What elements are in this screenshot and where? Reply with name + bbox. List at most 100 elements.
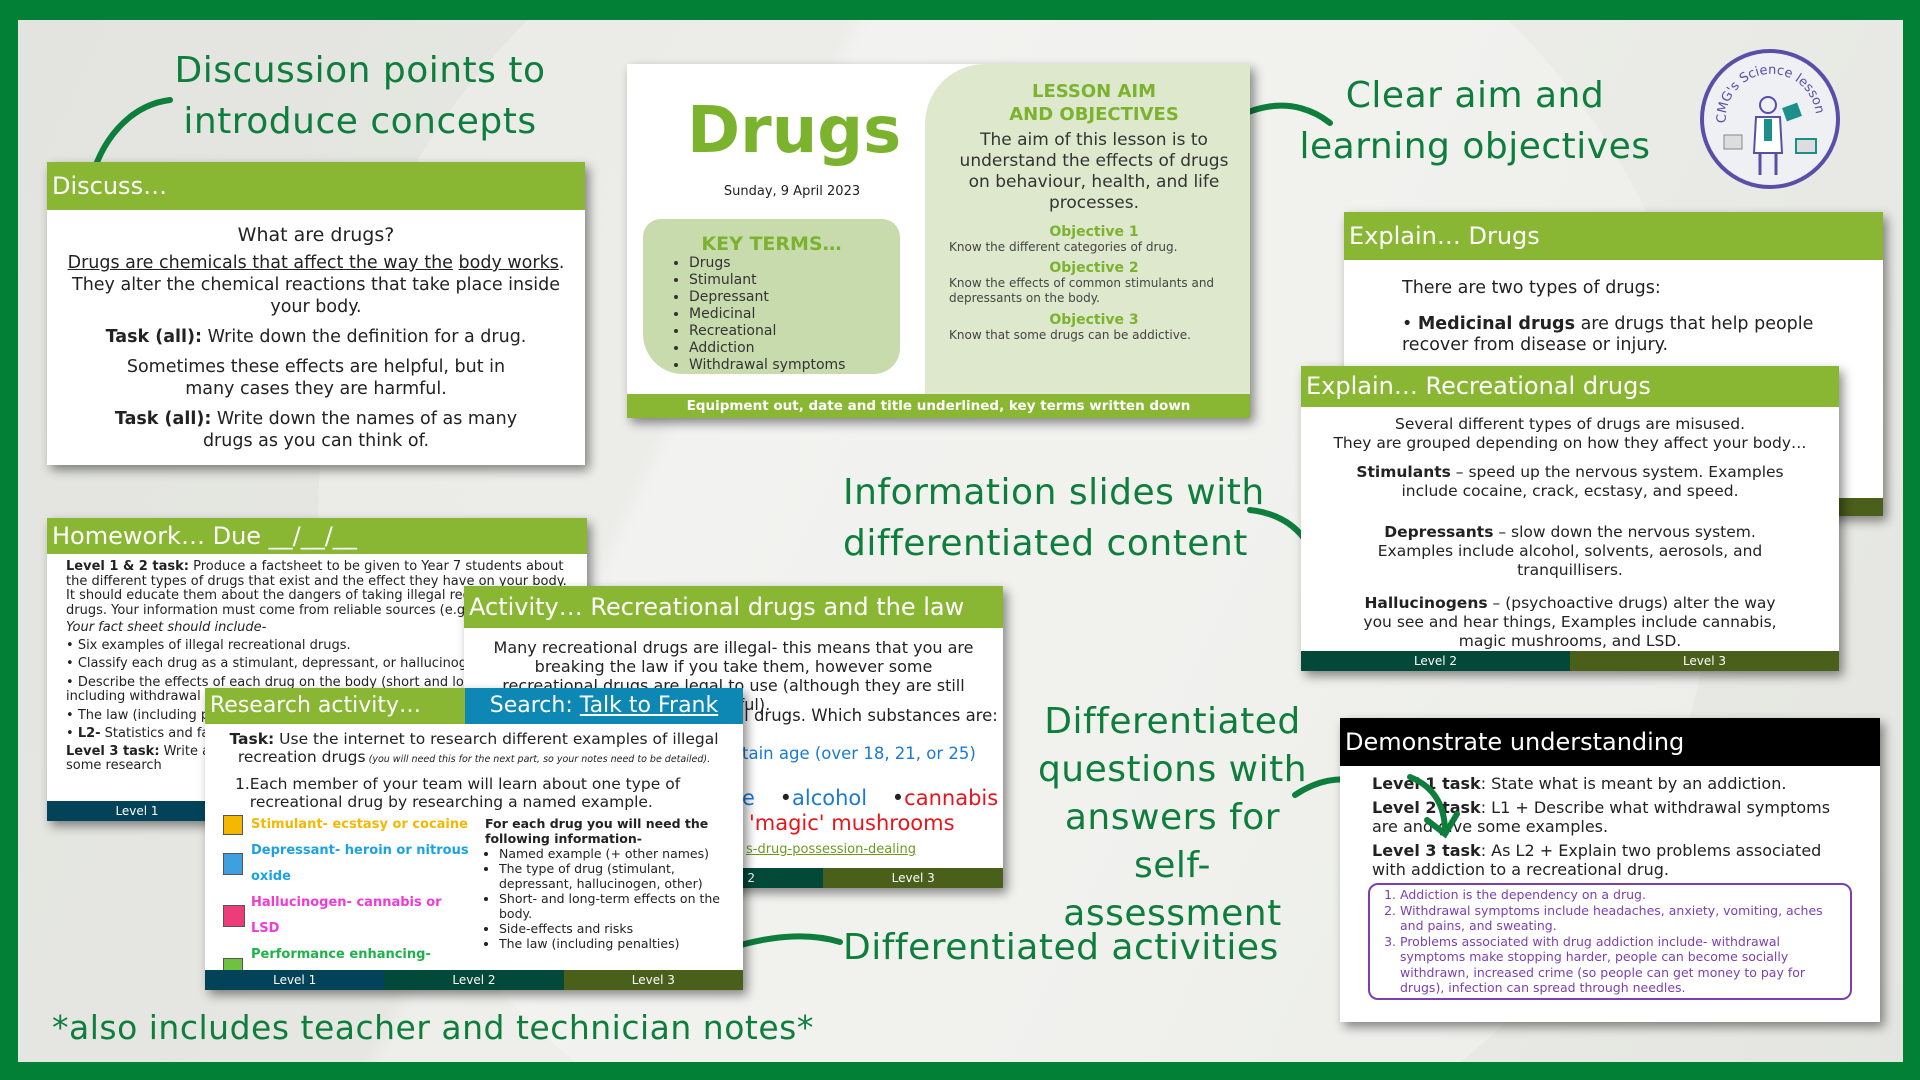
key-term: Depressant [689, 289, 900, 306]
aim-section: LESSON AIM AND OBJECTIVES The aim of thi… [949, 80, 1239, 342]
info-item: The law (including penalties) [499, 936, 735, 951]
slide-title: Explain… Drugs [1344, 212, 1883, 260]
task-1: Task (all): Write down the definition fo… [65, 326, 567, 348]
task-text: : As L2 + Explain two problems associate… [1372, 841, 1822, 879]
task-text: : State what is meant by an addiction. [1480, 774, 1787, 793]
puzzle-yellow-icon [223, 815, 243, 835]
task-text: Produce a factsheet to be given to Year … [66, 559, 567, 618]
answer: Problems associated with drug addiction … [1400, 934, 1842, 996]
info-items: Named example (+ other names) The type o… [499, 846, 735, 951]
category-text: Depressant- heroin or nitrous oxide [251, 843, 469, 884]
level-label: Level 3 [823, 868, 1003, 888]
bullet-text: are drugs that help people recover from … [1402, 314, 1814, 355]
bullet-text: Statistics and facts [100, 726, 229, 741]
key-term: Drugs [689, 255, 900, 272]
level-label: Level 3 [563, 970, 743, 990]
term: Hallucinogens [1364, 594, 1488, 612]
annotation-line: introduce concepts [183, 101, 537, 142]
age-text: tain age (over 18, 21, or 25) [742, 744, 976, 763]
bullet: • Medicinal drugs are drugs that help pe… [1402, 314, 1814, 355]
task-label: Task (all): [114, 409, 212, 429]
slide-body: Several different types of drugs are mis… [1301, 407, 1839, 651]
research-slide: Research activity… Search: Talk to Frank… [205, 688, 743, 990]
bullet-bold: Medicinal drugs [1417, 314, 1575, 334]
aim-panel-bg [925, 64, 1250, 394]
substance-mushrooms: 'magic' mushrooms [749, 811, 955, 835]
level-bar: Level 1 Level 2 Level 3 [205, 970, 743, 990]
level12-task: Level 1 & 2 task: Produce a factsheet to… [66, 559, 572, 618]
slide-title: Homework… Due __/__/__ [47, 518, 587, 554]
slide-title: Discuss… [47, 162, 585, 210]
slide-title: Research activity… [205, 688, 465, 724]
substance-alcohol: alcohol [792, 786, 868, 810]
key-term: Addiction [689, 340, 900, 357]
level-label: Level 3 [1570, 651, 1839, 671]
info-item: Side-effects and risks [499, 921, 735, 936]
term: Stimulants [1356, 463, 1451, 481]
demonstrate-slide: Demonstrate understanding Level 1 task: … [1340, 718, 1880, 1022]
talk-to-frank-link[interactable]: Talk to Frank [579, 693, 719, 718]
objective-text: Know the different categories of drug. [949, 240, 1178, 254]
annotation-line: answers for self- [1064, 797, 1281, 886]
objective-label: Objective 2 [1049, 260, 1139, 276]
bullet: • Six examples of illegal recreational d… [66, 637, 351, 653]
slide-body: There are two types of drugs: • Medicina… [1344, 260, 1883, 356]
slide-header: Research activity… Search: Talk to Frank [205, 688, 743, 724]
bullet: • Describe the effects of each drug on t… [66, 674, 525, 704]
task-text: Write down the definition for a drug. [202, 327, 527, 347]
task-label: Level 1 & 2 task: [66, 559, 189, 574]
intro: Several different types of drugs are mis… [1395, 415, 1745, 433]
drug-category: Hallucinogens – (psychoactive drugs) alt… [1311, 594, 1829, 651]
bullet-text: Six examples of illegal recreational dru… [77, 637, 351, 653]
substance-cannabis: cannabis [904, 786, 999, 810]
category-item: Stimulant- ecstasy or cocaine [223, 812, 473, 838]
bullet-text: Describe the effects of each drug on the… [66, 674, 525, 704]
puzzle-pink-icon [223, 905, 245, 927]
task-label: Task (all): [105, 327, 203, 347]
key-term: Recreational [689, 323, 900, 340]
annotation-questions: Differentiated questions with answers fo… [1025, 698, 1320, 938]
annotation-discussion: Discussion points to introduce concepts [150, 45, 570, 147]
note: Sometimes these effects are helpful, but… [126, 357, 506, 399]
task-text: Write down the names of as many drugs as… [202, 409, 518, 451]
explain-recreational-slide: Explain… Recreational drugs Several diff… [1301, 366, 1839, 671]
key-terms-box: KEY TERMS… Drugs Stimulant Depressant Me… [643, 219, 900, 374]
step-1: 1.Each member of your team will learn ab… [205, 769, 743, 811]
annotation-line: Information slides with [843, 472, 1265, 513]
category-item: Depressant- heroin or nitrous oxide [223, 838, 473, 890]
puzzle-blue-icon [223, 853, 243, 875]
aim-text: The aim of this lesson is to understand … [959, 130, 1229, 213]
key-term: Stimulant [689, 272, 900, 289]
title-slide: Drugs Sunday, 9 April 2023 KEY TERMS… Dr… [627, 64, 1250, 418]
category-item: Hallucinogen- cannabis or LSD [223, 890, 473, 942]
task-text: Use the internet to research different e… [237, 730, 719, 766]
annotation-line: Differentiated [1044, 701, 1301, 742]
search-banner: Search: Talk to Frank [465, 688, 743, 724]
objective-text: Know the effects of common stimulants an… [949, 276, 1215, 305]
intro: They are grouped depending on how they a… [1333, 434, 1807, 452]
answers-box: Addiction is the dependency on a drug. W… [1368, 883, 1852, 1000]
bullet: • L2- Statistics and facts [66, 726, 229, 741]
slide-title: Explain… Recreational drugs [1301, 366, 1839, 407]
info-item: Named example (+ other names) [499, 846, 735, 861]
substance: e [742, 786, 755, 810]
definition-text: . They alter the chemical reactions that… [72, 253, 565, 317]
slide-title: Demonstrate understanding [1340, 718, 1880, 766]
definition: Drugs are chemicals that affect the way … [65, 252, 567, 318]
step-text: Each member of your team will learn abou… [249, 775, 681, 811]
annotation-line: Discussion points to [174, 50, 546, 91]
footer-note-text: *also includes teacher and technician no… [52, 1008, 814, 1047]
key-terms-heading: KEY TERMS… [701, 233, 842, 255]
level-label: Level 1 [205, 970, 385, 990]
task: Task: Use the internet to research diffe… [205, 724, 743, 769]
lesson-title: Drugs [687, 94, 902, 168]
term: Depressants [1384, 523, 1494, 541]
annotation-aim: Clear aim and learning objectives [1285, 70, 1665, 172]
task-2: Task (all): Write down the names of as m… [65, 408, 567, 452]
law-link[interactable]: s-drug-possession-dealing [746, 842, 916, 857]
definition-underlined: Drugs are chemicals that affect the way … [67, 253, 453, 273]
slide-title: Activity… Recreational drugs and the law [464, 586, 1003, 628]
discuss-slide: Discuss… What are drugs? Drugs are chemi… [47, 162, 585, 465]
answer: Addiction is the dependency on a drug. [1400, 887, 1842, 903]
category-list: Stimulant- ecstasy or cocaine Depressant… [223, 812, 473, 990]
